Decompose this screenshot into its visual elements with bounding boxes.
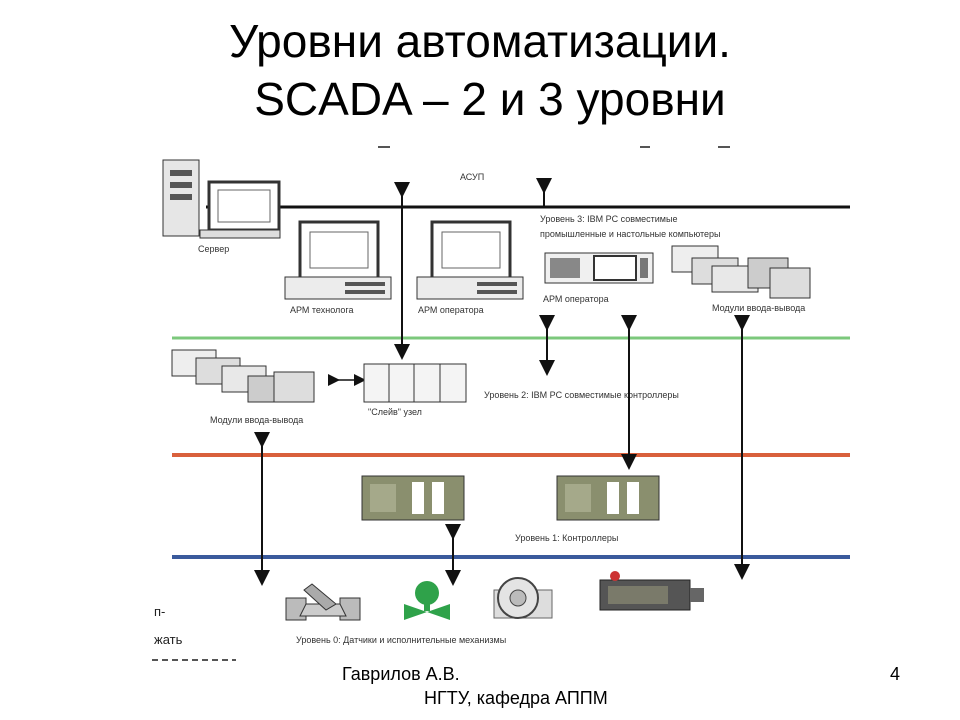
level1-label: Уровень 1: Контроллеры <box>515 533 618 543</box>
page-number: 4 <box>890 664 901 684</box>
io-modules-3-label: Модули ввода-вывода <box>712 303 805 313</box>
motor-icon <box>599 571 704 611</box>
sensor-disk-icon <box>493 577 553 619</box>
arm-technologist-label: АРМ технолога <box>290 305 353 315</box>
io-modules-2-icon <box>171 349 315 403</box>
io-modules-3-icon <box>671 245 811 299</box>
controller-1-icon <box>361 475 465 521</box>
title-line-2: SCADA – 2 и 3 уровни <box>254 73 726 125</box>
slave-unit-label: "Слейв" узел <box>368 407 422 417</box>
footer-org: НГТУ, кафедра АППМ <box>424 688 608 708</box>
green-valve-icon <box>404 581 450 620</box>
asup-label: АСУП <box>460 172 484 182</box>
level2-label: Уровень 2: IBM PC совместимые контроллер… <box>484 390 679 400</box>
slave-unit-icon <box>363 363 467 403</box>
slide-title: Уровни автоматизации. SCADA – 2 и 3 уров… <box>0 12 960 128</box>
arm-operator-1-icon <box>416 220 524 300</box>
arm-technologist-icon <box>284 220 392 300</box>
arm-operator-2-label: АРМ оператора <box>543 294 609 304</box>
valve-icon <box>285 583 361 621</box>
arm-operator-1-label: АРМ оператора <box>418 305 484 315</box>
title-line-1: Уровни автоматизации. <box>229 15 731 67</box>
arm-operator-2-icon <box>544 252 654 284</box>
controller-2-icon <box>556 475 660 521</box>
side-fragment-1: п- <box>154 604 166 619</box>
level3-label-b: промышленные и настольные компьютеры <box>540 229 721 239</box>
level3-label-a: Уровень 3: IBM PC совместимые <box>540 214 677 224</box>
level0-label: Уровень 0: Датчики и исполнительные меха… <box>296 635 506 645</box>
footer-author: Гаврилов А.В. <box>342 664 460 684</box>
server-icon <box>162 159 281 239</box>
io-modules-2-label: Модули ввода-вывода <box>210 415 303 425</box>
server-label: Сервер <box>198 244 229 254</box>
side-fragment-2: жать <box>154 632 183 647</box>
